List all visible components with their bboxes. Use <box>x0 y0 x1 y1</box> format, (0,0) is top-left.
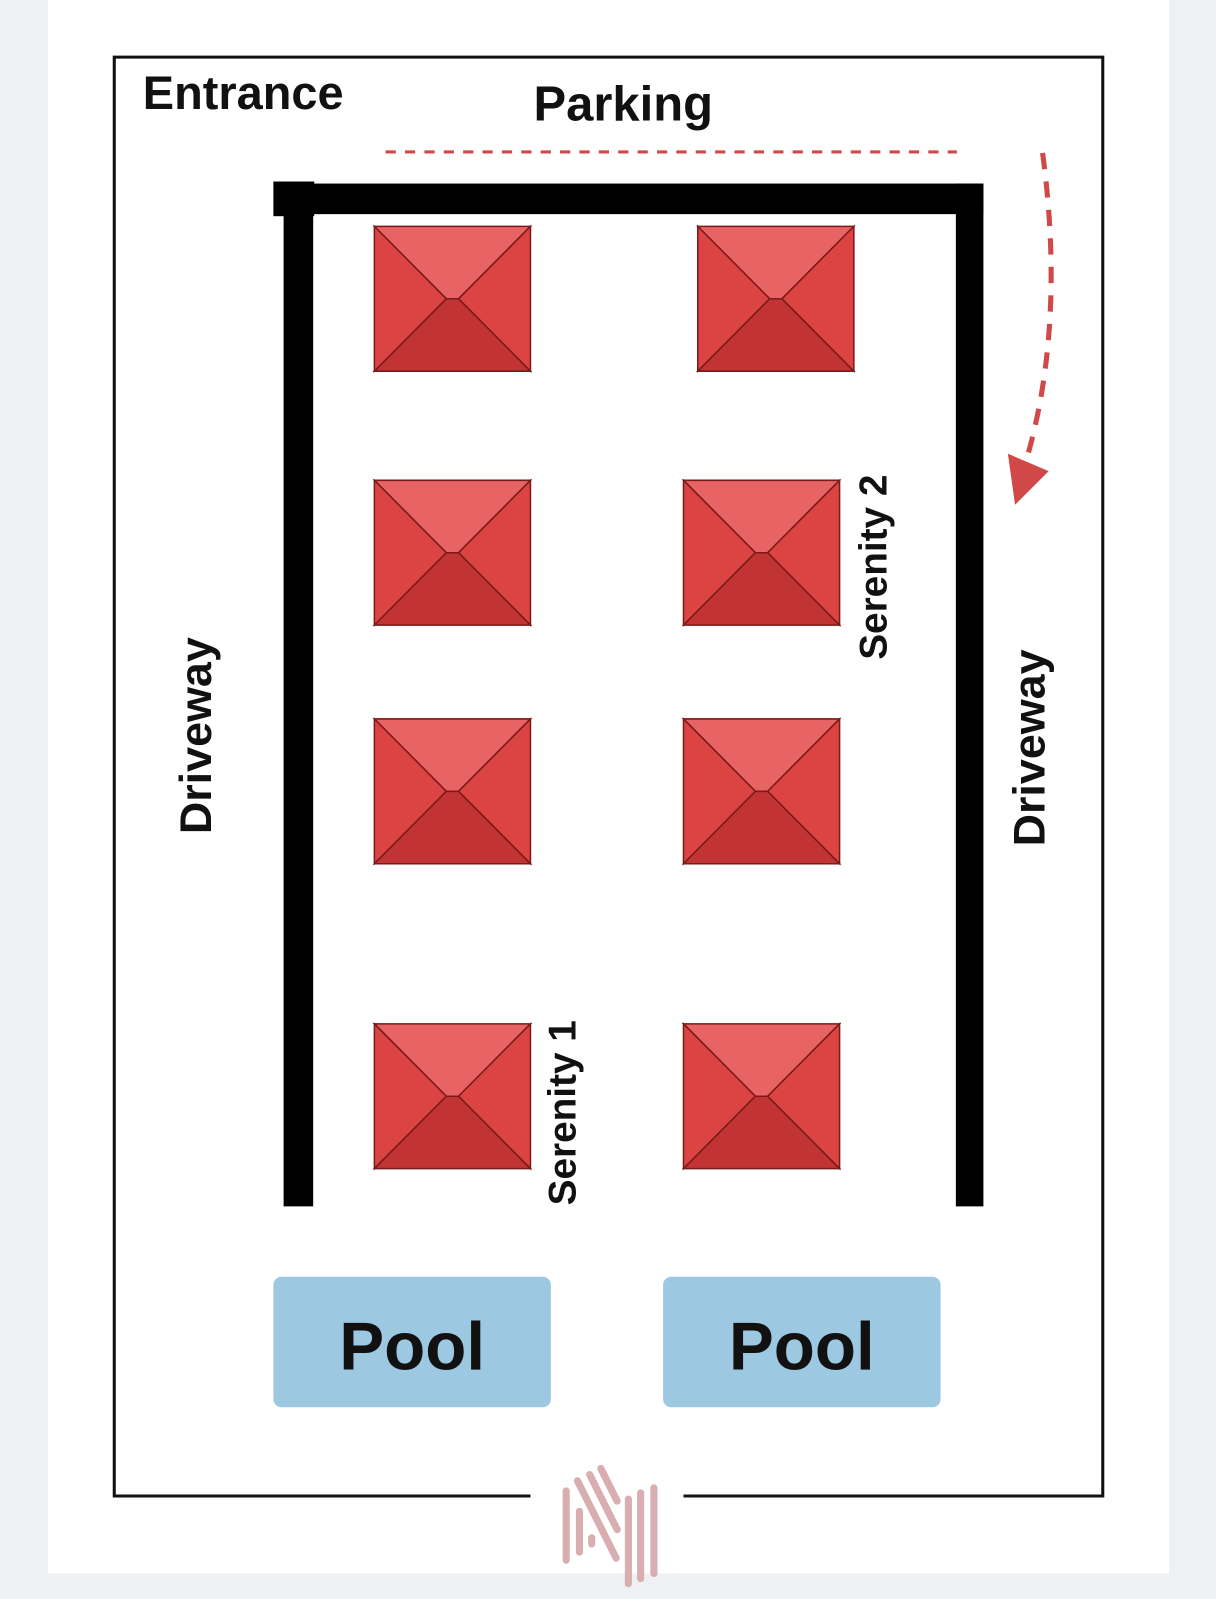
house-roof-8 <box>681 1021 842 1171</box>
roof-face <box>372 1095 533 1170</box>
pool-2-label: Pool <box>729 1310 875 1385</box>
house-roof-6 <box>681 717 842 866</box>
entrance-label: Entrance <box>143 67 344 119</box>
serenity-2-label: Serenity 2 <box>852 475 895 660</box>
wall-top <box>295 183 984 215</box>
path-arrow-line <box>1022 152 1054 465</box>
wall-left <box>283 183 314 1207</box>
roof-face <box>372 551 533 626</box>
house-roof-3 <box>372 478 533 627</box>
driveway-right-label: Driveway <box>1004 649 1055 846</box>
roof-face <box>372 298 533 372</box>
driveway-left-label: Driveway <box>170 637 221 834</box>
arrowhead-icon <box>1007 453 1049 505</box>
walls <box>273 181 984 1207</box>
roof-face <box>372 790 533 865</box>
house-roof-4 <box>681 478 842 627</box>
roof-face <box>681 1095 842 1170</box>
house-roof-7 <box>372 1021 533 1171</box>
houses <box>372 224 856 1171</box>
roof-face <box>681 790 842 865</box>
house-roof-5 <box>372 717 533 866</box>
roof-face <box>695 298 856 372</box>
roof-face <box>681 551 842 626</box>
pool-1 <box>273 1276 551 1408</box>
logo-icon <box>562 1464 658 1588</box>
serenity-1-label: Serenity 1 <box>541 1020 584 1205</box>
wall-right <box>955 183 984 1207</box>
parking-label: Parking <box>534 77 714 131</box>
house-roof-2 <box>695 224 856 374</box>
house-roof-1 <box>372 224 533 374</box>
pool-1-label: Pool <box>339 1310 485 1385</box>
pool-2 <box>663 1276 941 1408</box>
property-boundary <box>112 55 1105 1498</box>
